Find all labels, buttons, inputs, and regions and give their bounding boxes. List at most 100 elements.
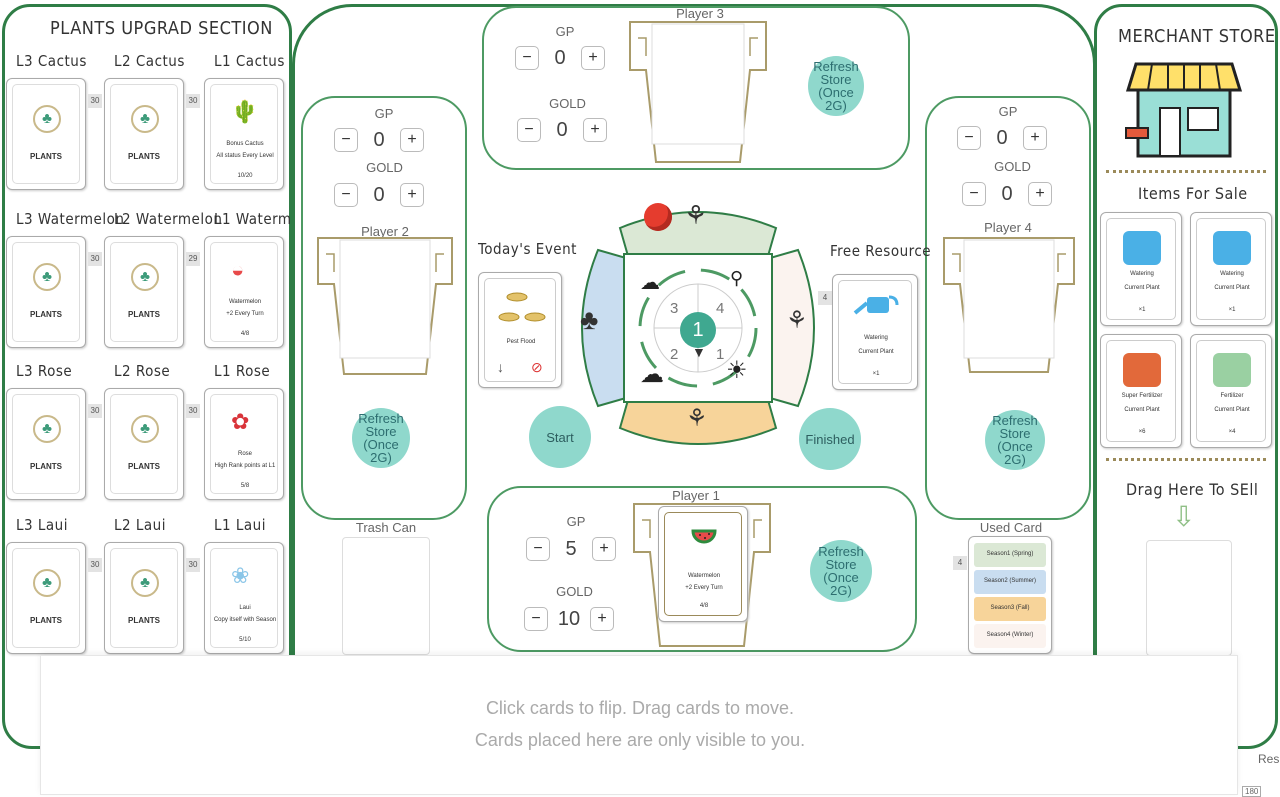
plant-card-back[interactable]: ♣PLANTS <box>104 388 184 500</box>
free-resource-card[interactable]: Watering Current Plant ×1 <box>832 274 918 390</box>
used-card-stack[interactable]: Season1 (Spring) Season2 (Summer) Season… <box>968 536 1052 654</box>
store-item-effect: Current Plant <box>1214 285 1250 291</box>
l1-card-effect: Copy itself with Season <box>213 617 277 623</box>
player3-gp-plus[interactable]: + <box>581 46 605 70</box>
free-card-name: Watering <box>864 335 888 341</box>
player2-pot[interactable] <box>316 236 454 376</box>
store-item-cost: ×6 <box>1138 429 1146 435</box>
spring-tree-icon: ⚘ <box>684 200 708 230</box>
potted-plant-icon: ♣ <box>33 105 61 133</box>
player1-gp-minus[interactable]: − <box>526 537 550 561</box>
start-button[interactable]: Start <box>529 406 591 468</box>
plant-card-back[interactable]: ♣PLANTS <box>6 388 86 500</box>
upgrade-row3-col0-label: L3 Laui <box>16 516 68 534</box>
player4-gp-label: GP <box>998 104 1018 119</box>
player2-gold-minus[interactable]: − <box>334 183 358 207</box>
plant-card-back[interactable]: ♣PLANTS <box>6 236 86 348</box>
player4-gold-plus[interactable]: + <box>1028 182 1052 206</box>
player1-plant-card[interactable]: Watermelon +2 Every Turn 4/8 <box>658 506 748 622</box>
potted-plant-icon: ♣ <box>131 105 159 133</box>
season-board <box>581 211 815 445</box>
player2-gp-minus[interactable]: − <box>334 128 358 152</box>
player4-gp-minus[interactable]: − <box>957 126 981 150</box>
items-for-sale-title: Items For Sale <box>1138 184 1248 203</box>
player2-gp-counter: − 0 + <box>334 128 424 152</box>
plant-card-back[interactable]: ♣PLANTS <box>104 236 184 348</box>
upgrade-row2-col0-label: L3 Rose <box>16 362 73 380</box>
rose-icon: ✿ <box>231 409 250 434</box>
player2-gold-label: GOLD <box>366 160 403 175</box>
player1-gp-plus[interactable]: + <box>592 537 616 561</box>
plants-card-word: PLANTS <box>128 310 160 319</box>
potted-plant-icon: ♣ <box>33 415 61 443</box>
private-hand-area[interactable]: Click cards to flip. Drag cards to move.… <box>40 655 1238 795</box>
watermelon-icon: ◒ <box>231 257 245 282</box>
drag-here-to-sell-label: Drag Here To SEll <box>1126 480 1259 499</box>
cactus-icon: 🌵 <box>231 99 259 124</box>
store-item-cost: ×4 <box>1228 429 1236 435</box>
player4-pot[interactable] <box>942 236 1076 374</box>
hand-hint-line2: Cards placed here are only visible to yo… <box>474 730 806 750</box>
player1-gold-minus[interactable]: − <box>524 607 548 631</box>
player3-gp-minus[interactable]: − <box>515 46 539 70</box>
l1-card-name: Rose <box>237 451 252 457</box>
plant-card-back[interactable]: ♣PLANTS <box>104 78 184 190</box>
used-card-label: Used Card <box>979 520 1043 535</box>
store-divider-top <box>1106 170 1266 173</box>
used-card-winter: Season4 (Winter) <box>974 624 1046 648</box>
player1-card-effect: +2 Every Turn <box>685 585 723 591</box>
shop-icon <box>1125 62 1243 158</box>
player4-gold-value: 0 <box>1001 182 1013 205</box>
finished-button[interactable]: Finished <box>799 408 861 470</box>
plant-card-back[interactable]: ♣PLANTS <box>104 542 184 654</box>
player3-name: Player 3 <box>676 6 724 21</box>
player1-gp-label: GP <box>566 514 586 529</box>
player4-gp-plus[interactable]: + <box>1023 126 1047 150</box>
deck-count-badge: 30 <box>186 404 200 418</box>
no-symbol-icon: ⊘ <box>531 359 543 375</box>
player4-gold-minus[interactable]: − <box>962 182 986 206</box>
player3-pot[interactable] <box>628 20 768 165</box>
plant-card-back[interactable]: ♣ PLANTS <box>6 78 86 190</box>
deck-count-badge: 30 <box>186 558 200 572</box>
watering-can-icon <box>853 291 899 321</box>
player3-gp-label: GP <box>555 24 575 39</box>
sell-dropzone[interactable] <box>1146 540 1232 656</box>
store-item-name: Super Fertilizer <box>1121 393 1163 399</box>
trash-can-dropzone[interactable] <box>342 537 430 655</box>
player1-gold-value: 10 <box>557 607 581 630</box>
player2-gold-plus[interactable]: + <box>400 183 424 207</box>
event-card[interactable]: Pest Flood ↓ ⊘ <box>478 272 562 388</box>
l1-card-cost: 5/8 <box>240 483 250 489</box>
plant-card-back[interactable]: ♣PLANTS <box>6 542 86 654</box>
player3-gp-counter: − 0 + <box>515 46 605 70</box>
l1-card-cost: 10/20 <box>237 173 253 179</box>
dial-number-4: 4 <box>716 300 725 317</box>
player1-gold-plus[interactable]: + <box>590 607 614 631</box>
season-dial-marker[interactable]: 1 <box>680 312 716 348</box>
player3-gold-plus[interactable]: + <box>583 118 607 142</box>
l1-card-effect: High Rank points at L1 <box>214 463 276 469</box>
player3-gp-value: 0 <box>554 46 566 69</box>
deck-count-badge: 30 <box>88 404 102 418</box>
upgrade-row2-col2-label: L1 Rose <box>214 362 271 380</box>
reset-button[interactable]: Res <box>1258 752 1280 766</box>
player3-gold-minus[interactable]: − <box>517 118 541 142</box>
zoom-indicator[interactable]: 180 <box>1242 786 1262 797</box>
player2-gp-plus[interactable]: + <box>400 128 424 152</box>
plants-card-word: PLANTS <box>30 152 62 161</box>
store-item-cost: ×1 <box>1138 307 1146 313</box>
store-item-effect: Current Plant <box>1124 285 1160 291</box>
